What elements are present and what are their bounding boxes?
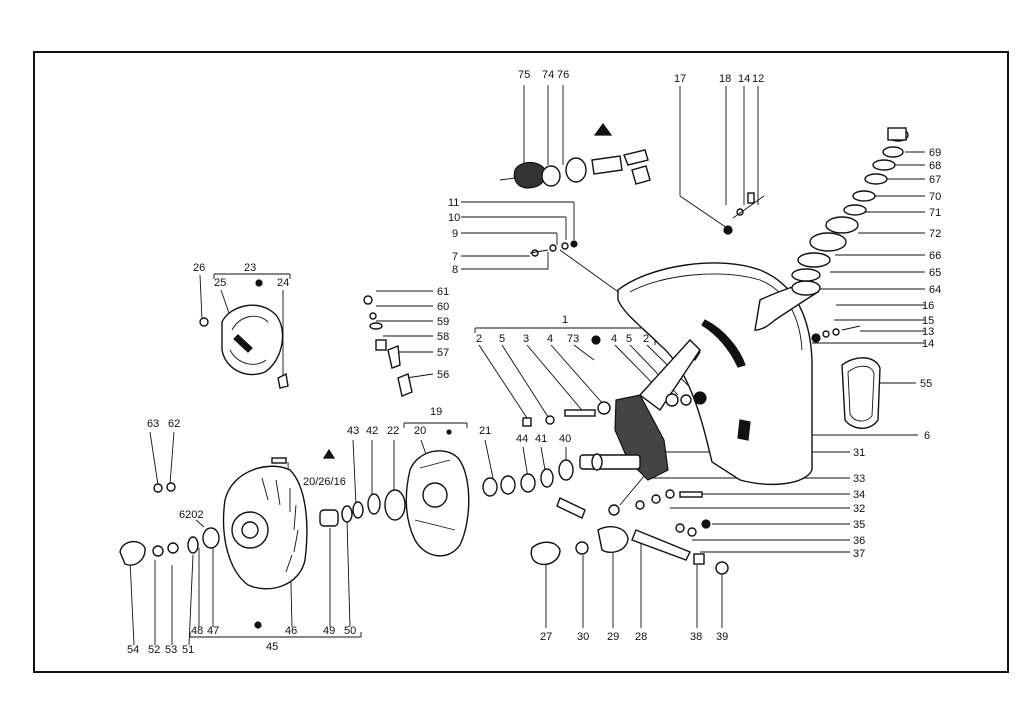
callout-54: 54: [127, 644, 139, 656]
callout-50: 50: [344, 625, 356, 637]
callout-74: 74: [542, 69, 554, 81]
callout-72: 72: [929, 228, 941, 240]
callout-46: 46: [285, 625, 297, 637]
callout-12: 12: [752, 73, 764, 85]
callout-30: 30: [577, 631, 589, 643]
callout-60: 60: [437, 301, 449, 313]
headset-bearing-stack: [791, 127, 909, 282]
callout-21: 21: [479, 425, 491, 437]
callout-25: 25: [214, 277, 226, 289]
hub-spacers-and-seals: [119, 448, 574, 566]
lock-assembly: [499, 122, 651, 189]
callout-56: 56: [437, 369, 449, 381]
callout-61: 61: [437, 286, 449, 298]
callout-1: 1: [562, 314, 568, 326]
callout-34: 34: [853, 489, 865, 501]
callout-51: 51: [182, 644, 194, 656]
callout-47: 47: [207, 625, 219, 637]
callout-6: 6: [924, 430, 930, 442]
callout-37: 37: [853, 548, 865, 560]
small-hardware: [363, 192, 861, 397]
callout-65: 65: [929, 267, 941, 279]
callout-41: 41: [535, 433, 547, 445]
callout-44: 44: [516, 433, 528, 445]
diagram-border: [33, 51, 1009, 673]
callout-55: 55: [920, 378, 932, 390]
shock-absorber-parts: [530, 489, 729, 575]
callout-28: 28: [635, 631, 647, 643]
callout-68: 68: [929, 160, 941, 172]
front-suspension-arm: [579, 338, 701, 481]
callout-63: 63: [147, 418, 159, 430]
leader-lines: [129, 85, 925, 646]
callout-20: 20: [414, 425, 426, 437]
callout-16: 16: [922, 300, 934, 312]
brake-backing-plate: [405, 429, 470, 557]
callout-18: 18: [719, 73, 731, 85]
callout-7: 7: [452, 251, 458, 263]
callout-45: 45: [266, 641, 278, 653]
callout-71: 71: [929, 207, 941, 219]
callout-64: 64: [929, 284, 941, 296]
callout-49: 49: [323, 625, 335, 637]
callout-5-right: 5: [626, 333, 632, 345]
callout-58: 58: [437, 331, 449, 343]
callout-23: 23: [244, 262, 256, 274]
callout-73: 73: [567, 333, 579, 345]
callout-36: 36: [853, 535, 865, 547]
callout-40: 40: [559, 433, 571, 445]
callout-31: 31: [853, 447, 865, 459]
axle-and-bushes: [522, 335, 707, 427]
callout-labels: 75 74 76 17 18 14 12 69 68 67 70 71 72 6…: [127, 69, 941, 656]
callout-26: 26: [193, 262, 205, 274]
callout-70: 70: [929, 191, 941, 203]
callout-8: 8: [452, 264, 458, 276]
callout-29: 29: [607, 631, 619, 643]
callout-13: 13: [922, 326, 934, 338]
callout-4-right: 4: [611, 333, 617, 345]
callout-19: 19: [430, 406, 442, 418]
callout-53: 53: [165, 644, 177, 656]
callout-5-left: 5: [499, 333, 505, 345]
callout-69: 69: [929, 147, 941, 159]
callout-14-top: 14: [738, 73, 750, 85]
callout-59: 59: [437, 316, 449, 328]
callout-17: 17: [674, 73, 686, 85]
callout-67: 67: [929, 174, 941, 186]
callout-43: 43: [347, 425, 359, 437]
callout-62: 62: [168, 418, 180, 430]
callout-42: 42: [366, 425, 378, 437]
callout-35: 35: [853, 519, 865, 531]
brake-shoes: [199, 279, 289, 389]
callout-9: 9: [452, 228, 458, 240]
callout-4-left: 4: [547, 333, 553, 345]
callout-15: 15: [922, 315, 934, 327]
callout-24: 24: [277, 277, 289, 289]
callout-2-right: 2: [643, 333, 649, 345]
brake-drum-hub: [222, 457, 308, 629]
callout-32: 32: [853, 503, 865, 515]
callout-14: 14: [922, 338, 934, 350]
callout-48: 48: [191, 625, 203, 637]
callout-2-left: 2: [476, 333, 482, 345]
callout-27: 27: [540, 631, 552, 643]
callout-10: 10: [448, 212, 460, 224]
callout-6202: 6202: [179, 509, 203, 521]
callout-33: 33: [853, 473, 865, 485]
callout-76: 76: [557, 69, 569, 81]
callout-75: 75: [518, 69, 530, 81]
callout-38: 38: [690, 631, 702, 643]
callout-3: 3: [523, 333, 529, 345]
headlamp-band-55: [841, 357, 881, 429]
callout-66: 66: [929, 250, 941, 262]
callout-52: 52: [148, 644, 160, 656]
callout-20-26-16: 20/26/16: [303, 476, 346, 488]
callout-57: 57: [437, 347, 449, 359]
callout-22: 22: [387, 425, 399, 437]
callout-39: 39: [716, 631, 728, 643]
callout-11: 11: [448, 197, 459, 209]
